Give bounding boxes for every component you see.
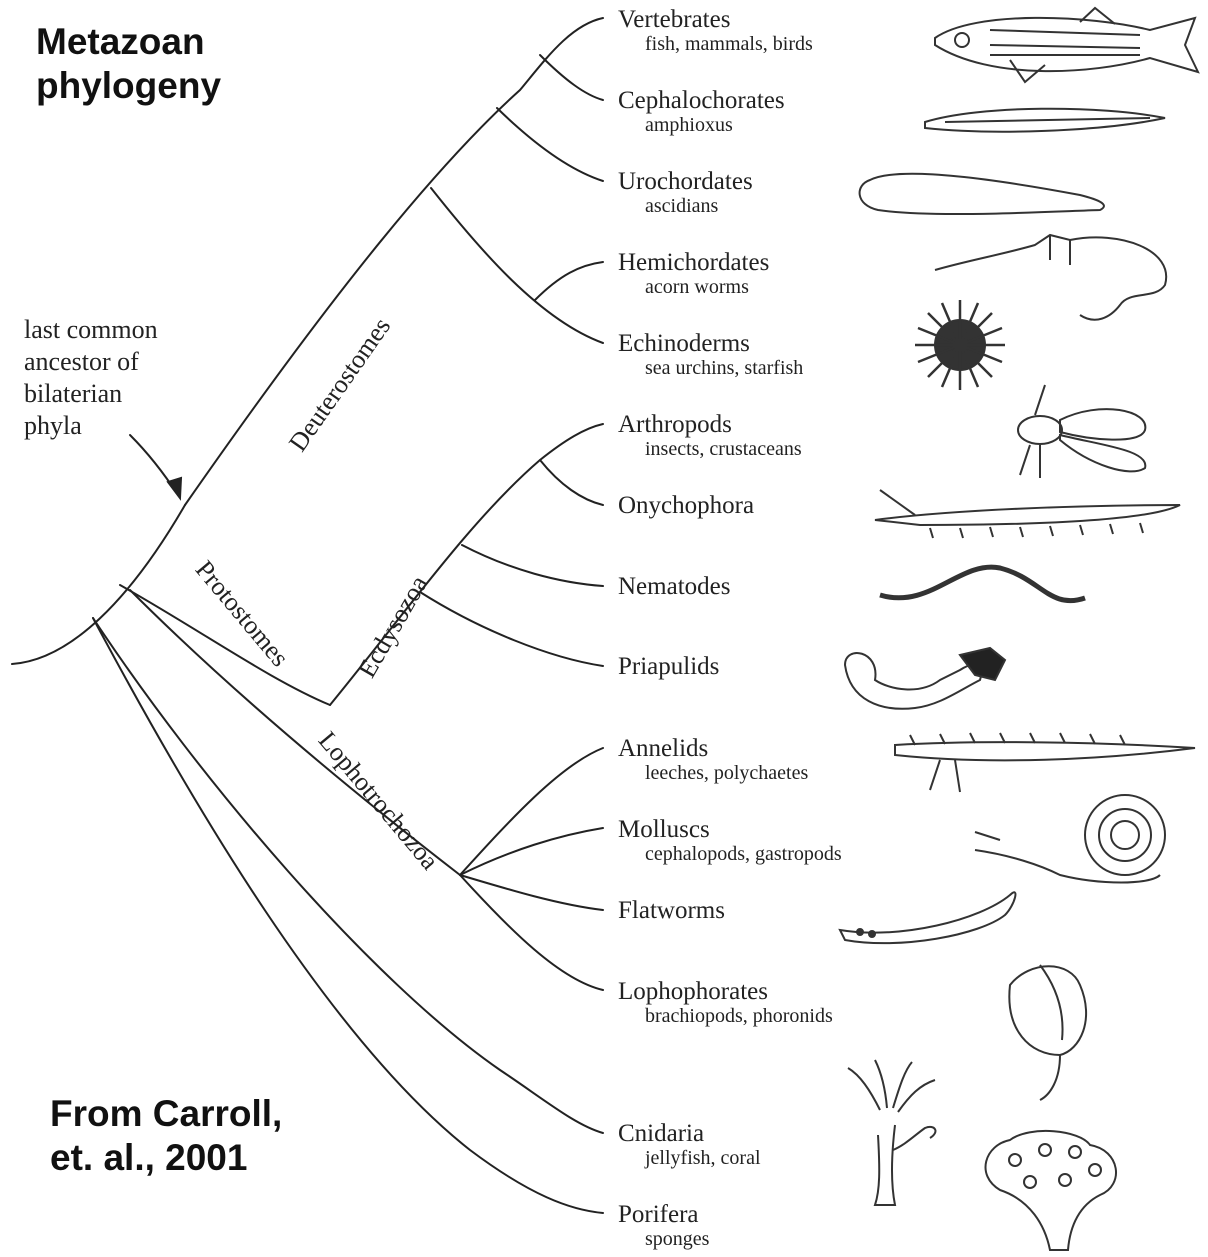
taxon-name: Hemichordates [618,249,769,276]
taxon-examples: leeches, polychaetes [618,762,808,785]
taxon-examples: sponges [618,1228,709,1251]
taxon-flatworms: Flatworms [618,897,725,924]
lancelet-icon [925,109,1165,132]
taxon-examples: cephalopods, gastropods [618,843,842,866]
sponge-icon [986,1131,1116,1250]
velvet-worm-icon [875,490,1180,538]
taxon-name: Cnidaria [618,1120,761,1147]
taxon-examples: acorn worms [618,276,769,299]
flatworm-icon [840,892,1015,943]
ancestor-note-line: last common [24,314,158,346]
taxon-examples: fish, mammals, birds [618,33,813,56]
roundworm-icon [880,567,1085,601]
citation-line-1: From Carroll, [50,1092,282,1136]
taxon-name: Onychophora [618,492,754,519]
taxon-examples: brachiopods, phoronids [618,1005,833,1028]
taxon-name: Echinoderms [618,330,803,357]
polychaete-icon [895,733,1195,792]
ancestor-note-line: phyla [24,410,158,442]
taxon-examples: sea urchins, starfish [618,357,803,380]
sea-urchin-icon [915,300,1005,390]
tunicate-icon [860,174,1104,214]
fish-icon [935,8,1198,82]
taxon-examples: amphioxus [618,114,785,137]
hydra-icon [848,1060,935,1205]
taxon-name: Nematodes [618,573,730,600]
brachiopod-icon [1009,965,1086,1100]
figure-title: Metazoan phylogeny [36,20,221,108]
taxon-name: Lophophorates [618,978,833,1005]
taxon-examples: jellyfish, coral [618,1147,761,1170]
taxon-priapulids: Priapulids [618,653,719,680]
taxon-name: Urochordates [618,168,753,195]
taxon-name: Molluscs [618,816,842,843]
citation-line-2: et. al., 2001 [50,1136,282,1180]
fly-icon [1018,385,1145,478]
taxon-name: Arthropods [618,411,802,438]
taxon-name: Annelids [618,735,808,762]
taxon-examples: ascidians [618,195,753,218]
ancestor-note-line: ancestor of [24,346,158,378]
snail-icon [975,795,1165,883]
taxon-name: Porifera [618,1201,709,1228]
taxon-nematodes: Nematodes [618,573,730,600]
taxon-examples: insects, crustaceans [618,438,802,461]
taxon-onychophora: Onychophora [618,492,754,519]
taxon-name: Cephalochorates [618,87,785,114]
taxon-name: Vertebrates [618,6,813,33]
citation: From Carroll, et. al., 2001 [50,1092,282,1180]
title-line-1: Metazoan [36,20,221,64]
taxon-name: Flatworms [618,897,725,924]
priapulid-icon [845,648,1005,709]
acorn-worm-icon [935,235,1166,320]
taxon-name: Priapulids [618,653,719,680]
ancestor-note: last common ancestor of bilaterian phyla [24,314,158,442]
title-line-2: phylogeny [36,64,221,108]
ancestor-note-line: bilaterian [24,378,158,410]
